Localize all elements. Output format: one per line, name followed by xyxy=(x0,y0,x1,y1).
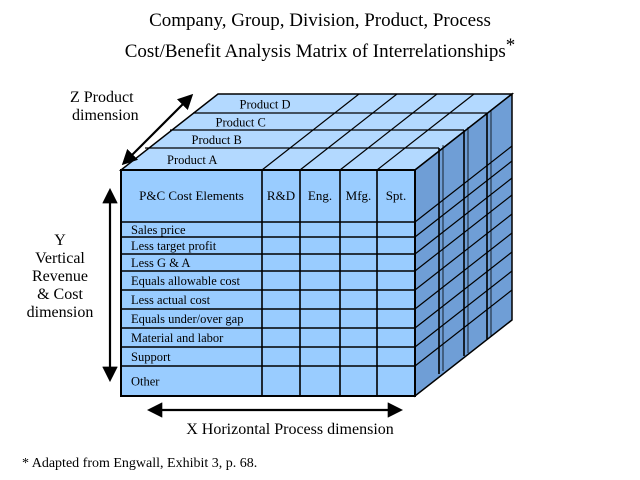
product-label: Product D xyxy=(240,98,291,112)
side-row-line xyxy=(414,194,513,272)
cube-front-face: P&C Cost Elements R&D Eng. Mfg. Spt. Sales pr… xyxy=(120,169,416,397)
title-line-2-text: Cost/Benefit Analysis Matrix of Interrel… xyxy=(124,41,506,62)
column-header-label: Spt. xyxy=(386,188,407,203)
axis-arrows xyxy=(102,93,404,418)
title-line-1: Company, Group, Division, Product, Proce… xyxy=(149,10,491,31)
row-label: Less actual cost xyxy=(131,293,211,307)
front-face-fill xyxy=(120,169,416,397)
side-row-line xyxy=(414,145,513,223)
top-column-line xyxy=(339,93,438,171)
z-axis-label-line-2: dimension xyxy=(72,107,139,124)
title-asterisk: * xyxy=(505,35,516,56)
top-column-line xyxy=(299,93,398,171)
side-row-line xyxy=(414,213,513,291)
side-row-line xyxy=(414,177,513,255)
column-header-label: R&D xyxy=(267,188,295,203)
product-label: Product A xyxy=(167,153,217,167)
row-label: Less G & A xyxy=(131,256,190,270)
footnote: * Adapted from Engwall, Exhibit 3, p. 68… xyxy=(22,456,258,471)
side-row-line xyxy=(414,270,513,348)
row-label: Equals under/over gap xyxy=(131,312,243,326)
column-header-label: Eng. xyxy=(308,188,332,203)
row-label: Support xyxy=(131,350,171,364)
side-row-line xyxy=(414,232,513,310)
title-line-2: Cost/Benefit Analysis Matrix of Interrel… xyxy=(0,35,640,63)
product-label: Product C xyxy=(216,116,266,130)
cube-side-face xyxy=(414,92,513,398)
y-axis-label-line-1: Y xyxy=(54,232,66,249)
side-row-line xyxy=(414,160,513,238)
y-axis-label-line-2: Vertical xyxy=(35,250,85,267)
y-axis-label-line-4: & Cost xyxy=(37,286,83,303)
y-axis-label-line-5: dimension xyxy=(26,304,94,321)
product-label: Product B xyxy=(192,133,242,147)
row-label: Less target profit xyxy=(131,239,217,253)
z-axis-arrow xyxy=(121,93,194,166)
row-label: Sales price xyxy=(131,223,186,237)
x-axis-label: X Horizontal Process dimension xyxy=(186,421,394,438)
row-label: Equals allowable cost xyxy=(131,274,241,288)
z-axis-label-line-1: Z Product xyxy=(70,89,134,106)
top-column-line xyxy=(376,93,475,171)
side-row-line xyxy=(414,289,513,367)
y-axis-label-line-3: Revenue xyxy=(32,268,88,285)
side-row-line xyxy=(414,251,513,329)
row-label: Other xyxy=(131,375,160,389)
column-header-label: Mfg. xyxy=(346,188,372,203)
top-column-line xyxy=(261,93,360,171)
row-label: Material and labor xyxy=(131,331,224,345)
corner-header-label: P&C Cost Elements xyxy=(139,188,244,203)
